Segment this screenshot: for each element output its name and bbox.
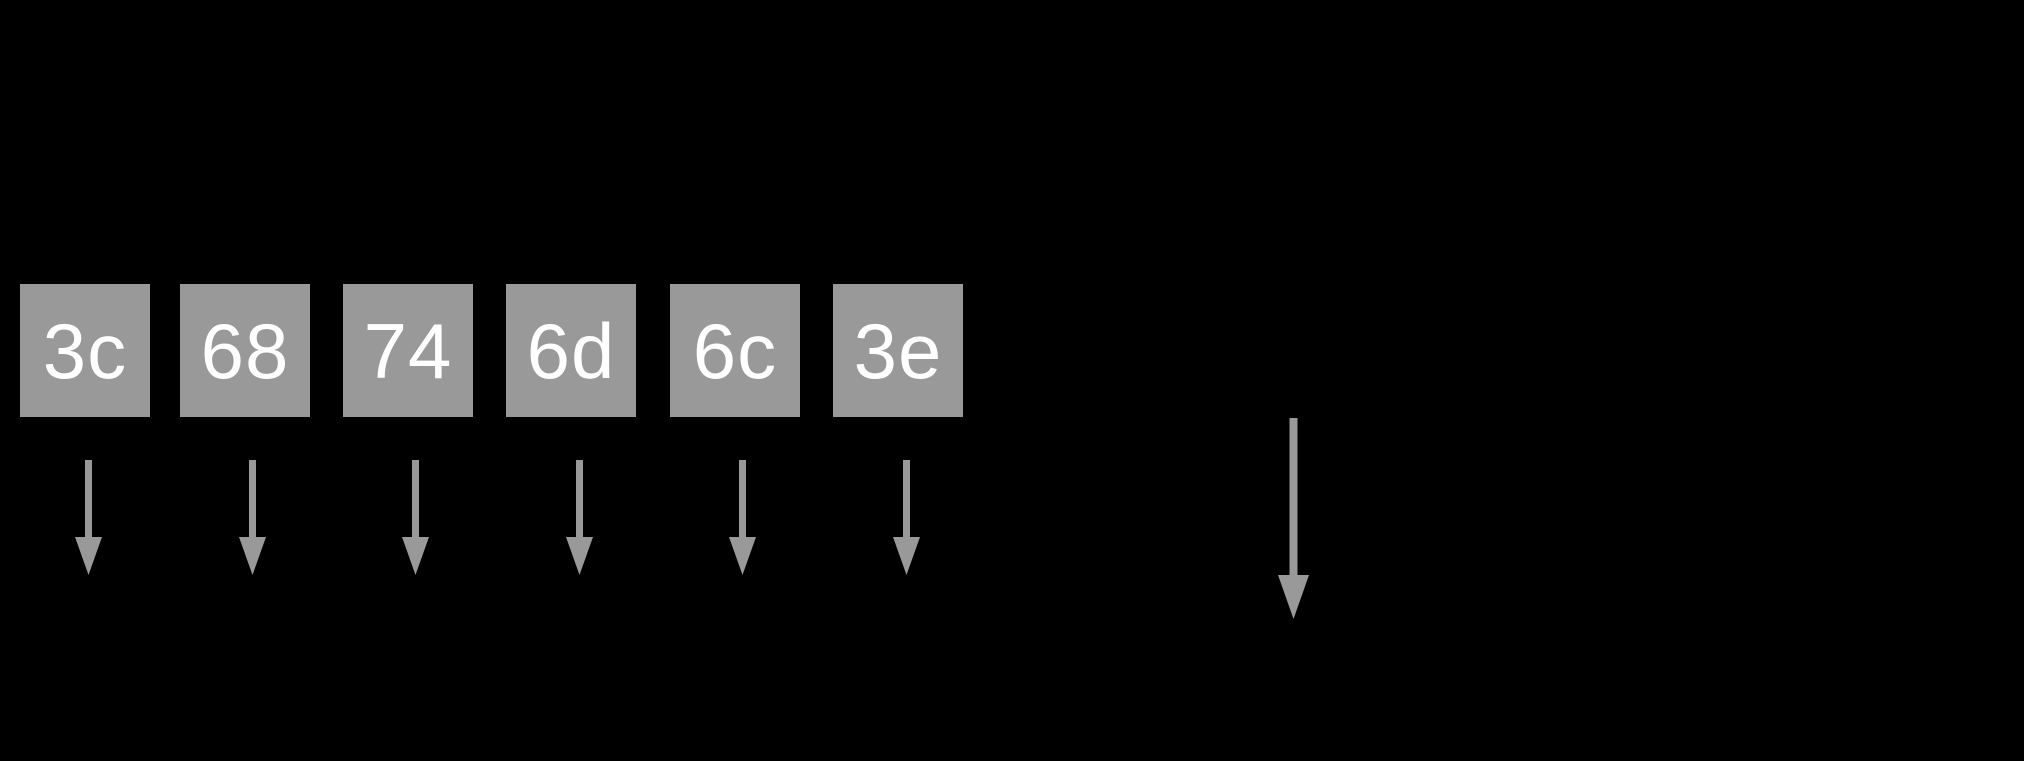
- byte-box: 68: [180, 284, 310, 417]
- byte-box: 3c: [20, 284, 150, 417]
- arrow-output: [1277, 418, 1309, 619]
- arrow-byte-6: [892, 460, 920, 575]
- byte-box: 74: [343, 284, 473, 417]
- byte-box: 6d: [506, 284, 636, 417]
- byte-box: 6c: [670, 284, 800, 417]
- arrow-byte-1: [74, 460, 102, 575]
- byte-box: 3e: [833, 284, 963, 417]
- arrow-byte-4: [565, 460, 593, 575]
- arrow-byte-5: [728, 460, 756, 575]
- arrow-byte-2: [238, 460, 266, 575]
- arrow-byte-3: [401, 460, 429, 575]
